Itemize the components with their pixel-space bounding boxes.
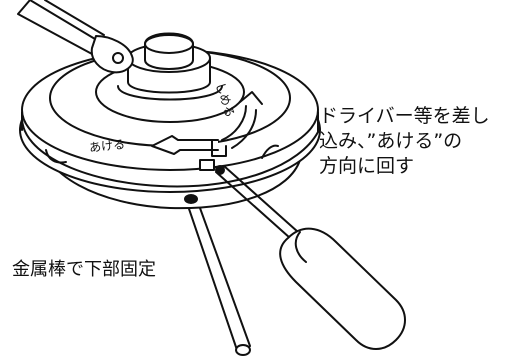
- direction-arrows: [151, 91, 263, 157]
- rod-label: 金属棒で下部固定: [12, 259, 156, 280]
- rod-contact: [184, 194, 198, 204]
- instruction-line-1: ドライバー等を差し: [319, 105, 490, 127]
- screwdriver: [215, 165, 406, 350]
- top-cap: [49, 32, 291, 147]
- wrench-handle: [17, 0, 134, 74]
- instruction-line-2: 込み、”あける”の: [319, 130, 463, 152]
- instruction-line-3: 方向に回す: [319, 155, 415, 177]
- rim-notches: [45, 144, 279, 171]
- metal-rod: [185, 196, 251, 356]
- instruction-text: ドライバー等を差し 込み、”あける”の 方向に回す: [319, 104, 490, 179]
